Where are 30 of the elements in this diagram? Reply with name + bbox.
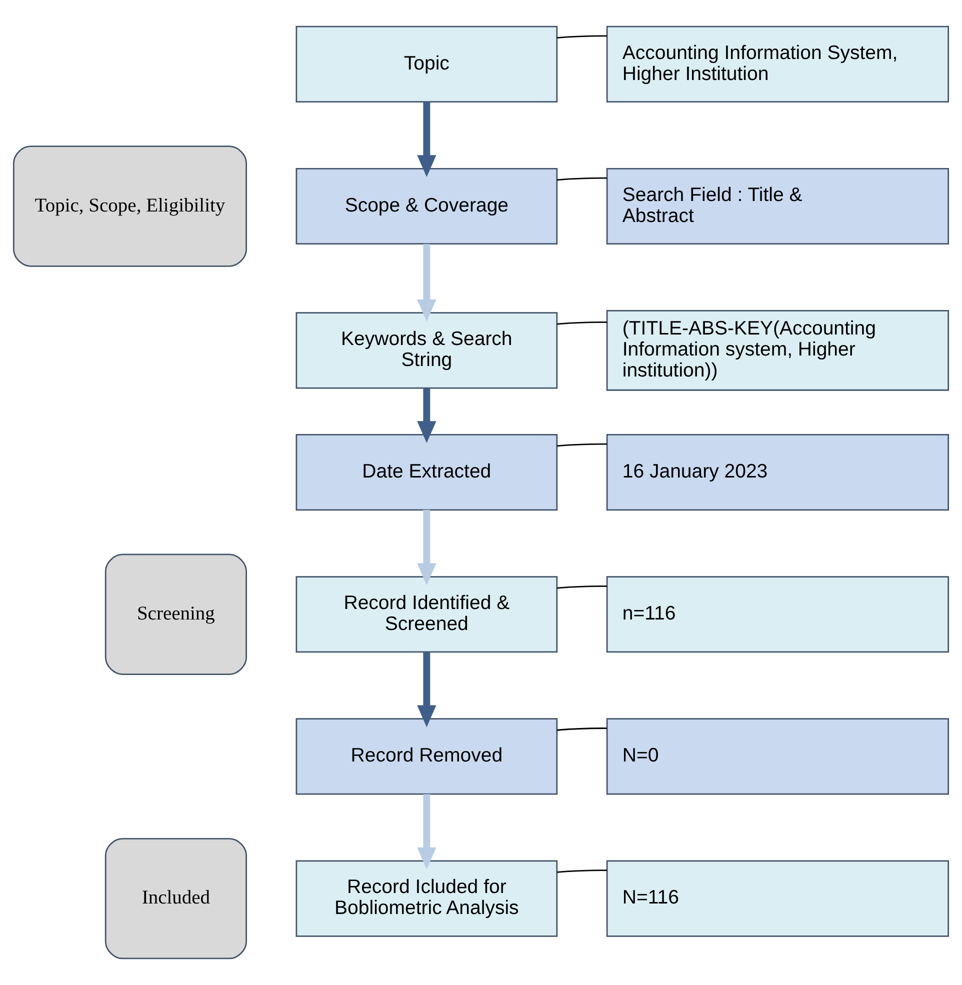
node-box: (TITLE-ABS-KEY(Accounting Information system, Higher institution)) [606, 310, 950, 391]
node-box: Date Extracted [296, 434, 558, 511]
arrow [417, 102, 436, 178]
arrow [417, 244, 436, 322]
node-box: Record Icluded for Bobliometric Analysis [296, 860, 558, 937]
node-box: Record Removed [296, 718, 558, 795]
node-box: Topic, Scope, Eligibility [12, 146, 247, 267]
node-box: Search Field : Title & Abstract [606, 168, 950, 245]
node-box: Included [104, 838, 247, 960]
node-box: 16 January 2023 [606, 434, 950, 511]
node-box: N=0 [606, 718, 950, 795]
node-box: Keywords & Search String [296, 312, 558, 389]
node-box: Screening [104, 554, 247, 675]
arrow [417, 388, 436, 444]
arrow [417, 510, 436, 586]
connector [556, 322, 607, 325]
node-box: Accounting Information System, Higher Institution [606, 26, 950, 102]
connector [556, 177, 607, 181]
connector [556, 585, 607, 589]
arrow [417, 794, 436, 870]
connector [556, 35, 607, 39]
connector [556, 870, 607, 873]
node-box: Scope & Coverage [296, 168, 558, 245]
connector [556, 728, 607, 731]
node-box: Record Identified & Screened [296, 576, 558, 653]
node-box: N=116 [606, 860, 950, 937]
node-box: n=116 [606, 576, 950, 653]
connector [556, 443, 607, 447]
arrow [417, 652, 436, 728]
node-box: Topic [296, 26, 558, 102]
